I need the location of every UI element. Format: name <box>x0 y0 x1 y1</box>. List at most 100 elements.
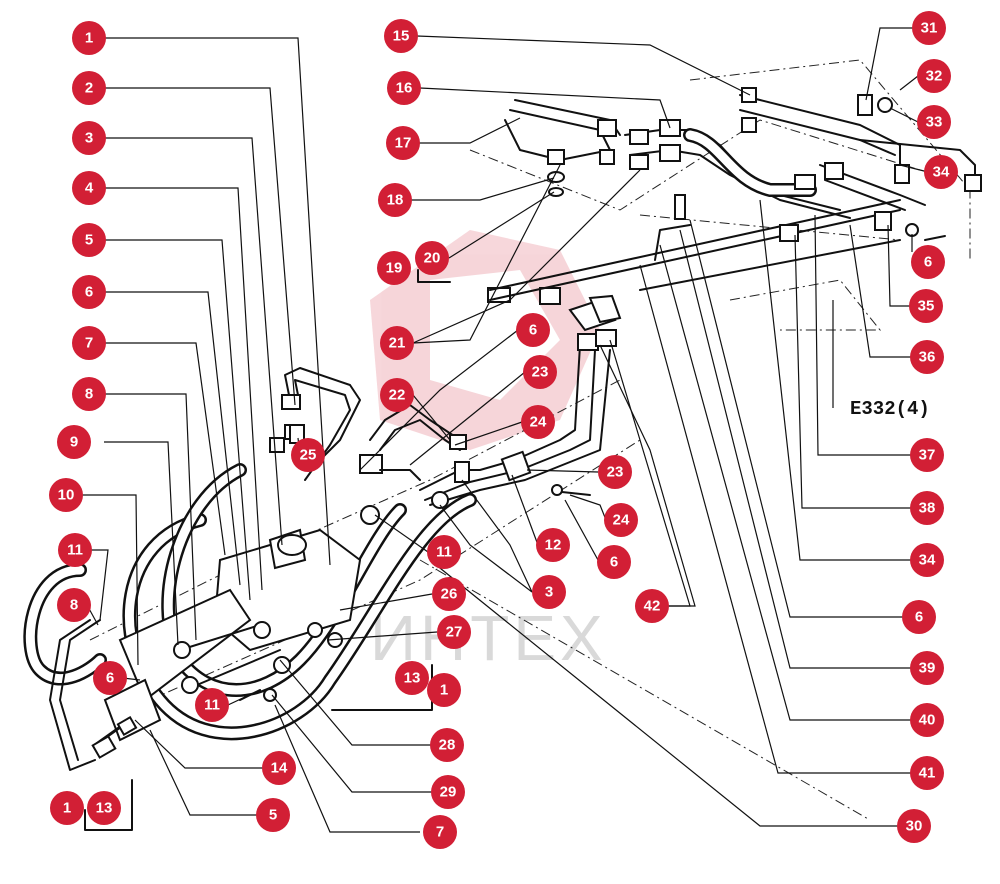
callout-label: 3 <box>85 130 93 147</box>
callout-label: 1 <box>440 682 448 699</box>
callout-label: 27 <box>446 624 463 641</box>
callout-bubble <box>72 223 106 257</box>
callout-41: 41 <box>910 756 944 790</box>
callout-23: 23 <box>523 355 557 389</box>
callout-bubble <box>910 756 944 790</box>
callout-bubble <box>917 59 951 93</box>
callout-1: 1 <box>72 21 106 55</box>
callout-bubble <box>415 241 449 275</box>
callout-label: 25 <box>300 447 317 464</box>
callout-label: 39 <box>919 660 936 677</box>
callout-1: 1 <box>50 791 84 825</box>
callout-label: 32 <box>926 68 943 85</box>
callout-34: 34 <box>924 155 958 189</box>
callout-label: 6 <box>924 254 932 271</box>
callout-label: 38 <box>919 500 936 517</box>
callout-6: 6 <box>902 600 936 634</box>
callout-36: 36 <box>910 340 944 374</box>
callout-38: 38 <box>910 491 944 525</box>
callout-13: 13 <box>395 661 429 695</box>
callout-label: 6 <box>85 284 93 301</box>
callout-bubble <box>93 661 127 695</box>
callout-label: 34 <box>919 552 936 569</box>
callout-label: 23 <box>607 464 624 481</box>
callout-31: 31 <box>912 11 946 45</box>
callout-label: 6 <box>529 322 537 339</box>
callout-label: 1 <box>85 30 93 47</box>
callout-bubble <box>291 438 325 472</box>
callout-bubble <box>256 798 290 832</box>
callout-label: 2 <box>85 80 93 97</box>
callout-bubble <box>72 71 106 105</box>
callout-label: 15 <box>393 28 410 45</box>
callout-label: 13 <box>404 670 421 687</box>
callout-11: 11 <box>195 688 229 722</box>
callout-label: 13 <box>96 800 113 817</box>
callout-bubble <box>910 491 944 525</box>
callout-bubble <box>72 326 106 360</box>
callout-20: 20 <box>415 241 449 275</box>
callout-label: 10 <box>58 487 75 504</box>
callout-label: 7 <box>436 824 444 841</box>
callout-label: 1 <box>63 800 71 817</box>
callout-label: 29 <box>440 784 457 801</box>
callout-28: 28 <box>430 728 464 762</box>
callout-bubble <box>72 275 106 309</box>
callout-34: 34 <box>910 543 944 577</box>
callout-bubble <box>924 155 958 189</box>
callout-16: 16 <box>387 71 421 105</box>
callout-8: 8 <box>72 377 106 411</box>
callout-bubble <box>910 340 944 374</box>
callout-bubble <box>917 105 951 139</box>
callout-5: 5 <box>72 223 106 257</box>
callout-bubble <box>911 245 945 279</box>
callout-bubble <box>909 289 943 323</box>
callout-bubble <box>521 405 555 439</box>
hydraulic-assembly <box>23 87 982 831</box>
callout-5: 5 <box>256 798 290 832</box>
callout-bubble <box>386 126 420 160</box>
callout-bubble <box>195 688 229 722</box>
callout-label: 6 <box>106 670 114 687</box>
callout-bubble <box>427 535 461 569</box>
callout-35: 35 <box>909 289 943 323</box>
callout-bubble <box>897 809 931 843</box>
callout-bubble <box>910 651 944 685</box>
callout-bubble <box>395 661 429 695</box>
callout-42: 42 <box>635 589 669 623</box>
callout-label: 24 <box>613 512 630 529</box>
callout-label: 20 <box>424 250 441 267</box>
callout-label: 40 <box>919 712 936 729</box>
callout-bubble <box>50 791 84 825</box>
callout-bubble <box>430 728 464 762</box>
callout-label: 12 <box>545 537 562 554</box>
callout-32: 32 <box>917 59 951 93</box>
callout-label: 11 <box>67 542 83 559</box>
callout-label: 34 <box>933 164 950 181</box>
callout-6: 6 <box>597 545 631 579</box>
callout-40: 40 <box>910 703 944 737</box>
callout-label: 30 <box>906 818 923 835</box>
callout-bubble <box>432 577 466 611</box>
callout-label: 41 <box>919 765 936 782</box>
callout-10: 10 <box>49 478 83 512</box>
callout-label: 31 <box>921 20 938 37</box>
reference-code: E332(4) <box>850 398 930 420</box>
callout-25: 25 <box>291 438 325 472</box>
callout-label: 11 <box>436 544 452 561</box>
callout-26: 26 <box>432 577 466 611</box>
callout-1: 1 <box>427 673 461 707</box>
callout-37: 37 <box>910 438 944 472</box>
callout-7: 7 <box>72 326 106 360</box>
callout-27: 27 <box>437 615 471 649</box>
callout-bubble <box>437 615 471 649</box>
callout-label: 42 <box>644 598 661 615</box>
callout-label: 19 <box>386 260 403 277</box>
callout-3: 3 <box>532 575 566 609</box>
callout-11: 11 <box>427 535 461 569</box>
callout-6: 6 <box>72 275 106 309</box>
callout-label: 8 <box>70 597 78 614</box>
callout-bubble <box>49 478 83 512</box>
